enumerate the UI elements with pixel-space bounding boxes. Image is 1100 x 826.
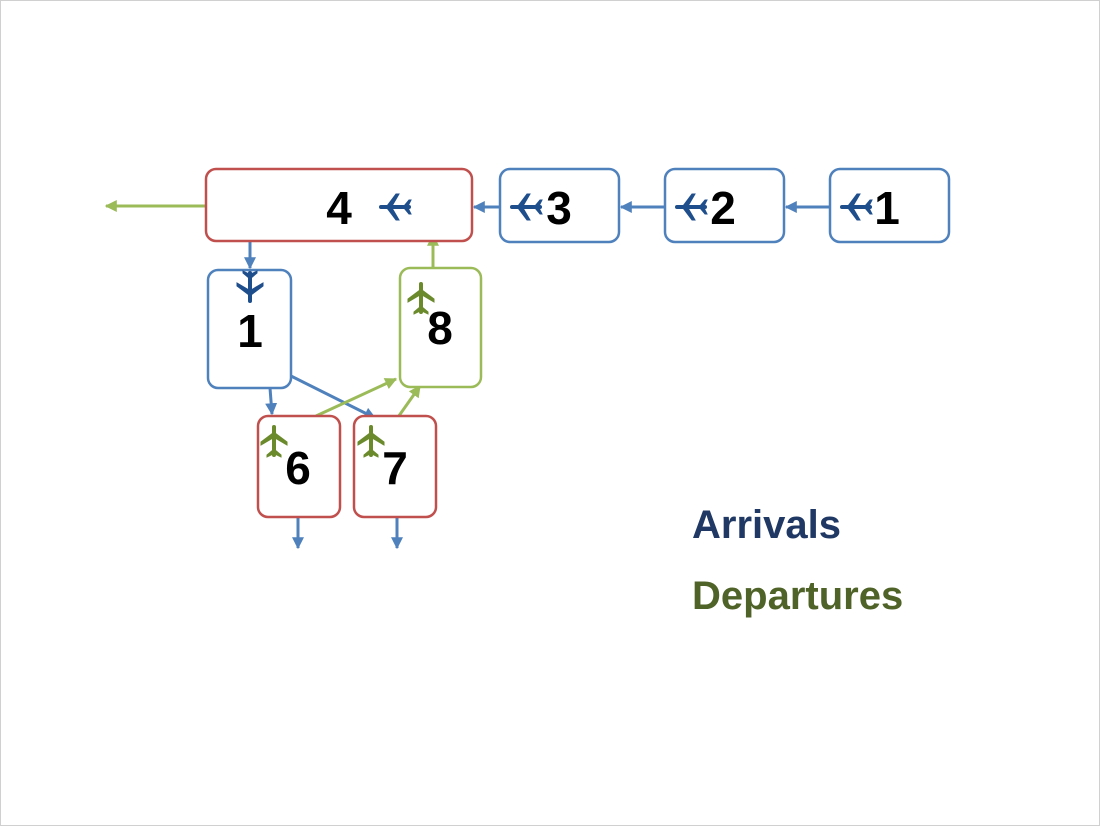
node-7-label: 7 <box>382 442 408 494</box>
node-8-label: 8 <box>427 302 453 354</box>
arrow-7-to-8 <box>394 385 422 421</box>
node-6: 6 <box>256 414 342 519</box>
node-1-top: 1 <box>828 167 951 244</box>
node-8: 8 <box>398 266 483 389</box>
arrow-6-to-8 <box>315 377 398 418</box>
node-1-top-label: 1 <box>874 182 900 234</box>
node-1: 1 <box>206 268 293 390</box>
legend-departures: Departures <box>692 574 904 618</box>
legend-arrivals: Arrivals <box>692 503 841 547</box>
arrow-1-to-7 <box>290 374 377 420</box>
node-7: 7 <box>352 414 438 519</box>
node-1-label: 1 <box>237 305 263 357</box>
node-3-label: 3 <box>546 182 572 234</box>
node-4-label: 4 <box>326 182 352 234</box>
arrow-1-to-6 <box>265 387 278 416</box>
node-4: 4 <box>204 167 474 243</box>
node-6-label: 6 <box>285 442 311 494</box>
node-2: 2 <box>663 167 786 244</box>
node-3: 3 <box>498 167 621 244</box>
node-2-label: 2 <box>710 182 736 234</box>
